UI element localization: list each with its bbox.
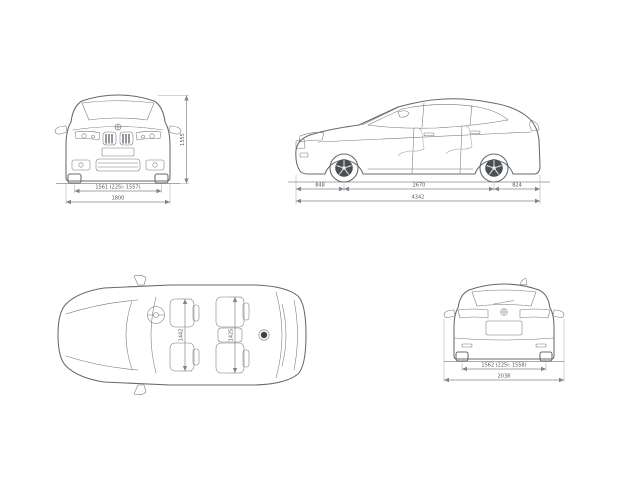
- rear-body-outline: [453, 283, 555, 360]
- overall-length-label: 4342: [412, 195, 425, 201]
- roof-antenna-fin: [519, 278, 528, 285]
- front-wheel: [329, 153, 359, 183]
- bmw-roundel-front: [114, 123, 122, 131]
- front-overhang-label: 848: [315, 183, 325, 189]
- rear-left-mirror: [443, 309, 456, 318]
- top-front-interior-label: 1442: [178, 329, 184, 342]
- rear-seat-left: [215, 296, 250, 328]
- steering-wheel: [147, 306, 165, 324]
- b-pillar: [421, 102, 425, 128]
- wheelbase-label: 2670: [413, 183, 426, 189]
- right-taillight: [519, 308, 551, 319]
- right-fog-intake: [145, 159, 165, 171]
- front-width-dimension: 1800: [65, 183, 171, 205]
- a-pillar: [361, 106, 400, 126]
- top-view-car: [57, 275, 307, 395]
- front-seat-left: [169, 298, 200, 328]
- character-line: [317, 131, 532, 143]
- c-pillar: [469, 104, 473, 126]
- hood-line-top: [65, 299, 139, 315]
- side-taillight: [529, 119, 540, 132]
- windshield: [81, 100, 155, 121]
- side-length-dimension: 4342: [296, 195, 540, 204]
- windshield-top: [150, 296, 157, 374]
- front-right-tire: [154, 173, 169, 184]
- lower-intake: [95, 158, 141, 172]
- rear-wheel: [479, 153, 509, 183]
- front-left-tire: [67, 173, 82, 184]
- bumper-line: [453, 337, 555, 341]
- top-left-mirror: [133, 275, 147, 286]
- left-fog-intake: [71, 159, 91, 171]
- luggage-arc: [281, 303, 287, 367]
- right-reflector: [535, 343, 547, 348]
- left-taillight: [457, 308, 489, 319]
- front-plate-area: [101, 147, 135, 157]
- rear-view: 1562 (225i: 1558) 2038: [443, 278, 565, 383]
- rear-overhang-label: 824: [512, 183, 522, 189]
- right-mirror: [168, 125, 182, 135]
- top-front-interior-dimension: 1442: [178, 298, 192, 372]
- rear-width-label: 2038: [498, 374, 511, 380]
- side-headlight: [298, 132, 325, 143]
- left-reflector: [461, 343, 473, 348]
- kidney-grille: [102, 131, 134, 146]
- hood-line-bottom: [65, 355, 139, 371]
- license-plate: [485, 320, 523, 336]
- side-view: 848 2670 824 4342: [288, 98, 550, 204]
- side-segment-dimensions: 848 2670 824: [295, 175, 541, 204]
- front-door-handle: [423, 132, 435, 136]
- front-seat-right: [169, 342, 200, 372]
- rear-seat-right: [215, 342, 250, 374]
- top-view: 1442 1425: [57, 275, 307, 395]
- front-height-dimension: 1555: [158, 95, 189, 184]
- rear-right-tire: [539, 351, 553, 362]
- rear-track-label: 1562 (225i: 1558): [481, 363, 526, 369]
- rear-right-mirror: [552, 309, 565, 318]
- front-width-label: 1800: [112, 196, 125, 202]
- front-body-outline: [65, 94, 171, 182]
- side-glazing: [367, 104, 509, 129]
- windshield-base: [125, 300, 133, 370]
- side-body-outline: [295, 98, 541, 175]
- side-view-car: [288, 98, 550, 183]
- tailgate-line: [293, 299, 298, 371]
- rear-window: [471, 289, 537, 307]
- front-track-label: 1561 (225i: 1557): [95, 185, 140, 191]
- rear-width-dimension: 2038: [443, 319, 565, 383]
- bmw-roundel-rear: [500, 308, 508, 316]
- seat-ghost-front: [397, 127, 425, 157]
- left-headlight: [74, 130, 101, 141]
- rear-door-handle: [469, 130, 481, 134]
- front-track-dimension: 1561 (225i: 1557): [74, 184, 162, 194]
- top-body-outline: [57, 284, 307, 386]
- front-door-seam: [411, 127, 415, 174]
- top-rear-interior-label: 1425: [228, 329, 234, 342]
- rear-track-dimension: 1562 (225i: 1558): [461, 362, 547, 372]
- rear-wiper: [493, 300, 515, 305]
- side-mirror: [397, 110, 410, 118]
- rear-shelf-detail: [258, 329, 270, 341]
- front-view-car: [54, 94, 182, 184]
- seat-ghost-rear: [445, 125, 473, 155]
- top-right-mirror: [133, 384, 147, 395]
- rear-seat-middle: [217, 327, 243, 343]
- right-headlight: [135, 130, 162, 141]
- left-mirror: [54, 125, 68, 135]
- top-rear-interior-dimension: 1425: [228, 296, 242, 374]
- rear-view-car: [443, 278, 565, 362]
- rear-left-tire: [455, 351, 469, 362]
- front-view: 1561 (225i: 1557) 1800 1555: [54, 94, 189, 205]
- side-fog-light: [299, 152, 309, 158]
- rear-window-top: [275, 291, 283, 379]
- side-grille: [295, 138, 306, 150]
- front-height-label: 1555: [180, 133, 186, 146]
